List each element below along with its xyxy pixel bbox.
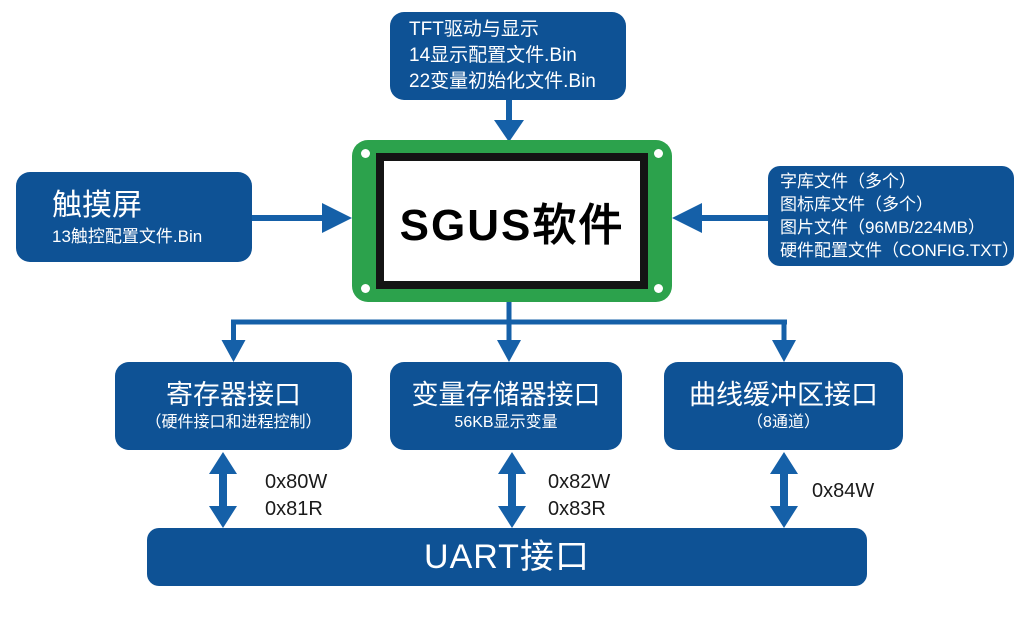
uart-label: UART接口 bbox=[424, 538, 590, 576]
module-screen: SGUS软件 bbox=[376, 153, 648, 289]
mounting-hole-icon bbox=[654, 149, 663, 158]
interface-title: 曲线缓冲区接口 bbox=[689, 380, 878, 410]
branch-connector bbox=[221, 302, 796, 362]
uart-interface-bar: UART接口 bbox=[147, 528, 867, 586]
address-label-curve: 0x84W bbox=[812, 478, 874, 505]
double-arrow-icon bbox=[498, 452, 526, 528]
interface-title: 变量存储器接口 bbox=[411, 380, 601, 410]
sgus-software-label: SGUS软件 bbox=[399, 201, 625, 250]
tft-box-line: 22变量初始化文件.Bin bbox=[409, 71, 596, 92]
arrow-left-icon bbox=[672, 203, 768, 233]
mounting-hole-icon bbox=[361, 284, 370, 293]
resource-file-line: 图标库文件（多个） bbox=[780, 195, 933, 214]
tft-box-line: 14显示配置文件.Bin bbox=[409, 45, 577, 66]
address-line: 0x82W bbox=[548, 471, 611, 493]
address-line: 0x81R bbox=[265, 498, 323, 520]
interface-subtitle: （8通道） bbox=[747, 414, 820, 431]
interface-subtitle: （硬件接口和进程控制） bbox=[145, 414, 322, 431]
mounting-hole-icon bbox=[654, 284, 663, 293]
address-label-register: 0x80W 0x81R bbox=[265, 469, 327, 523]
arrow-down-icon bbox=[494, 99, 524, 142]
double-arrow-icon bbox=[209, 452, 237, 528]
interface-box-variable-memory: 变量存储器接口 56KB显示变量 bbox=[390, 362, 622, 450]
address-label-variable: 0x82W 0x83R bbox=[548, 469, 610, 523]
interface-box-curve-buffer: 曲线缓冲区接口 （8通道） bbox=[664, 362, 903, 450]
address-line: 0x83R bbox=[548, 498, 606, 520]
resource-file-line: 图片文件（96MB/224MB） bbox=[780, 218, 985, 237]
interface-subtitle: 56KB显示变量 bbox=[454, 414, 558, 431]
resource-file-line: 字库文件（多个） bbox=[780, 172, 916, 191]
tft-box-line: TFT驱动与显示 bbox=[409, 19, 539, 40]
touchscreen-box: 触摸屏 13触控配置文件.Bin bbox=[16, 172, 252, 262]
tft-display-box: TFT驱动与显示 14显示配置文件.Bin 22变量初始化文件.Bin bbox=[390, 12, 626, 100]
mounting-hole-icon bbox=[361, 149, 370, 158]
touchscreen-subtitle: 13触控配置文件.Bin bbox=[52, 226, 203, 246]
interface-box-register: 寄存器接口 （硬件接口和进程控制） bbox=[115, 362, 352, 450]
arrow-right-icon bbox=[252, 203, 352, 233]
address-line: 0x84W bbox=[812, 480, 875, 502]
double-arrow-icon bbox=[770, 452, 798, 528]
touchscreen-title: 触摸屏 bbox=[52, 188, 142, 222]
resource-files-box: 字库文件（多个） 图标库文件（多个） 图片文件（96MB/224MB） 硬件配置… bbox=[768, 166, 1019, 266]
resource-file-line: 硬件配置文件（CONFIG.TXT） bbox=[780, 241, 1019, 260]
sgus-display-module: SGUS软件 bbox=[352, 140, 672, 302]
address-line: 0x80W bbox=[265, 471, 328, 493]
interface-title: 寄存器接口 bbox=[166, 380, 301, 410]
